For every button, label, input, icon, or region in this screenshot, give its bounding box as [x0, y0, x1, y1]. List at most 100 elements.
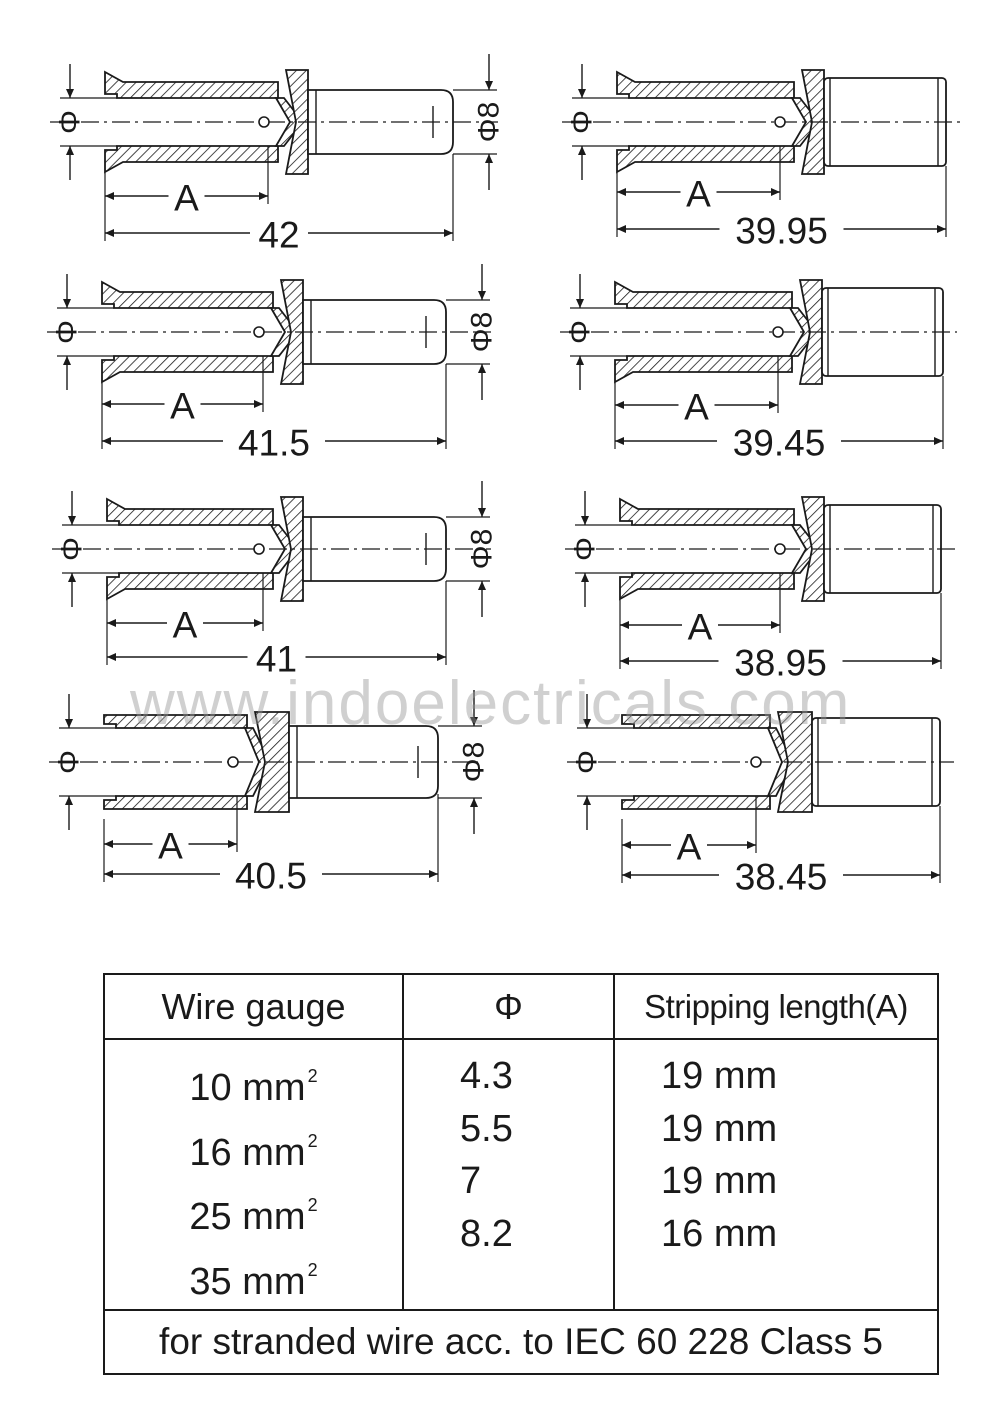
stripping-length-label: A: [677, 827, 702, 868]
dimension-arrowhead: [747, 841, 756, 849]
bore-diameter-label: Φ: [51, 320, 84, 344]
dimension-arrowhead: [617, 225, 626, 233]
dimension-arrowhead: [769, 401, 778, 409]
strip-cell: 19 mm: [661, 1107, 778, 1150]
inspection-hole: [253, 326, 265, 338]
table-footnote: for stranded wire acc. to IEC 60 228 Cla…: [103, 1309, 939, 1375]
total-length-label: 42: [258, 215, 299, 256]
stripping-length-label: A: [170, 386, 195, 427]
gauge-value: 25 mm: [189, 1196, 306, 1238]
phi-cell: 8.2: [460, 1212, 513, 1255]
bore-diameter-label: Φ: [54, 110, 87, 134]
barrel-wall-lower: [614, 355, 793, 384]
dimension-arrowhead: [470, 798, 478, 807]
dimension-arrowhead: [102, 400, 111, 408]
dimension-arrowhead: [228, 840, 237, 848]
table-header-row: Wire gauge Φ Stripping length(A): [103, 973, 939, 1040]
dimension-arrowhead: [932, 657, 941, 665]
contact-pin: [307, 89, 454, 155]
bore-end: [269, 524, 294, 574]
barrel-wall-lower: [621, 795, 771, 810]
dimension-arrowhead: [107, 653, 116, 661]
barrel-wall-upper: [616, 70, 795, 99]
strip-cell: 19 mm: [661, 1160, 778, 1202]
header-wire-gauge: Wire gauge: [103, 973, 404, 1040]
dimension-arrowhead: [65, 796, 73, 805]
dimension-arrowhead: [931, 871, 940, 879]
gauge-value: 35 mm: [189, 1260, 306, 1303]
strip-cell: 19 mm: [661, 1055, 778, 1097]
dimension-arrowhead: [581, 516, 589, 525]
dimension-arrowhead: [429, 870, 438, 878]
dimension-arrowhead: [105, 192, 114, 200]
bore-end: [788, 307, 813, 357]
phi-cell: 7: [460, 1160, 482, 1202]
barrel-wall-upper: [104, 70, 279, 99]
dimension-arrowhead: [485, 154, 493, 163]
inspection-hole: [774, 543, 786, 555]
total-length-label: 39.45: [733, 423, 826, 464]
bore-diameter-label: Φ: [566, 110, 599, 134]
inspection-hole: [227, 756, 239, 768]
barrel-wall-lower: [619, 572, 795, 601]
dimension-arrowhead: [470, 717, 478, 726]
barrel-wall-upper: [619, 497, 795, 526]
barrel-wall-lower: [104, 145, 279, 174]
dimension-arrowhead: [578, 146, 586, 155]
stripping-length-label: A: [686, 174, 711, 215]
dimension-arrowhead: [63, 356, 71, 365]
dimension-arrowhead: [105, 229, 114, 237]
dimension-arrowhead: [444, 229, 453, 237]
total-length-label: 41: [256, 639, 297, 680]
bore-end: [274, 97, 299, 147]
barrel-wall-upper: [621, 714, 771, 729]
dimension-arrowhead: [254, 400, 263, 408]
strip-cell: 16 mm: [661, 1212, 778, 1255]
collar: [279, 279, 304, 385]
dimension-arrowhead: [437, 437, 446, 445]
dimension-arrowhead: [254, 619, 263, 627]
bore-diameter-label: Φ: [569, 537, 602, 561]
gauge-value: 10 mm: [189, 1067, 306, 1109]
dimension-arrowhead: [620, 657, 629, 665]
header-phi: Φ: [402, 973, 615, 1040]
dimension-arrowhead: [615, 437, 624, 445]
total-length-label: 41.5: [238, 423, 310, 464]
dimension-arrowhead: [68, 516, 76, 525]
stripping-length-label: A: [173, 605, 198, 646]
dimension-arrowhead: [583, 796, 591, 805]
dimension-arrowhead: [259, 192, 268, 200]
dimension-arrowhead: [578, 89, 586, 98]
dimension-arrowhead: [478, 508, 486, 517]
dimension-arrowhead: [66, 89, 74, 98]
dimension-arrowhead: [615, 401, 624, 409]
header-stripping-length: Stripping length(A): [613, 973, 939, 1040]
phi-cell: 5.5: [460, 1107, 513, 1150]
gauge-value: 16 mm: [189, 1131, 306, 1174]
dimension-arrowhead: [68, 573, 76, 582]
inspection-hole: [253, 543, 265, 555]
total-length-label: 38.95: [734, 643, 827, 684]
dimension-arrowhead: [485, 81, 493, 90]
stripping-length-label: A: [684, 387, 709, 428]
watermark: www.indoelectricals.com: [130, 669, 852, 738]
bore-diameter-label: Φ: [56, 537, 89, 561]
contact-drawings: Φ8ΦA42ΦA39.95Φ8ΦA41.5ΦA39.45Φ8ΦA41ΦA38.9…: [47, 54, 960, 898]
barrel-wall-lower: [616, 145, 795, 174]
gauge-exponent: 2: [307, 1195, 318, 1215]
dimension-arrowhead: [620, 621, 629, 629]
phi-cell: 4.3: [460, 1055, 513, 1097]
stripping-length-column: 19 mm 19 mm 19 mm 16 mm: [613, 1038, 939, 1311]
